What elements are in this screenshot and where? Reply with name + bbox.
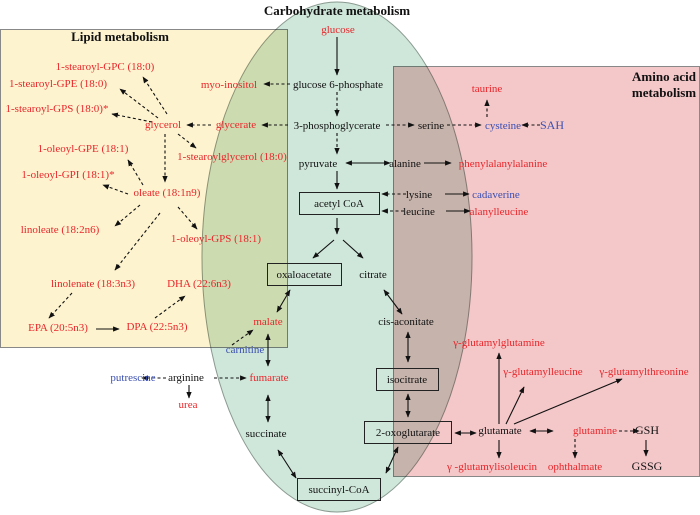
metabolite-dpa: DPA (22:5n3) <box>126 321 187 333</box>
metabolite-leucine: leucine <box>403 206 435 218</box>
succinyl-coa-box <box>297 478 381 501</box>
metabolite-succinate: succinate <box>246 428 287 440</box>
metabolite-cysteine: cysteine <box>485 120 521 132</box>
metabolite-phenylalanylalanine: phenylalanylalanine <box>459 158 548 170</box>
metabolite-glutamine: glutamine <box>573 425 617 437</box>
metabolite-gssg: GSSG <box>632 459 663 473</box>
metabolite-glycerate: glycerate <box>216 119 256 131</box>
acetyl-coa-box <box>299 192 380 215</box>
metabolite-citrate: citrate <box>359 269 387 281</box>
amino-title-line2: metabolism <box>632 85 696 100</box>
metabolite-stearoyl-gpc: 1-stearoyl-GPC (18:0) <box>56 61 155 73</box>
metabolite-2-oxoglutarate: 2-oxoglutarate <box>376 427 440 439</box>
reaction-arrows <box>48 37 649 479</box>
indirect-reaction-arrow <box>119 88 159 119</box>
indirect-reaction-arrow <box>102 184 129 195</box>
metabolite-alanine: alanine <box>389 158 421 170</box>
metabolite-myo-inositol: myo-inositol <box>201 79 257 91</box>
amino-title-line1: Amino acid <box>632 69 697 84</box>
indirect-reaction-arrow <box>142 76 168 115</box>
metabolite-oleoyl-gpe: 1-oleoyl-GPE (18:1) <box>38 143 129 155</box>
indirect-reaction-arrow <box>127 159 144 186</box>
lipid-title: Lipid metabolism <box>71 29 169 44</box>
metabolite-glutamylleucine: γ-glutamylleucine <box>502 366 583 378</box>
indirect-reaction-arrow <box>154 295 186 319</box>
metabolite-serine: serine <box>418 120 444 132</box>
carbohydrate-title: Carbohydrate metabolism <box>264 3 410 18</box>
indirect-reaction-arrow <box>48 292 73 319</box>
oxaloacetate-box <box>267 263 342 286</box>
reversible-reaction-arrow <box>277 449 297 479</box>
metabolite-dha: DHA (22:6n3) <box>167 278 231 290</box>
metabolite-putrescine: putrescine <box>110 372 155 384</box>
carbohydrate-metabolism-region <box>201 1 473 513</box>
metabolite-acetyl-coa: acetyl CoA <box>314 198 364 210</box>
reaction-arrow <box>513 378 623 425</box>
metabolite-oleoyl-gps: 1-oleoyl-GPS (18:1) <box>171 233 261 245</box>
metabolite-linolenate: linolenate (18:3n3) <box>51 278 135 290</box>
metabolite-taurine: taurine <box>472 83 503 95</box>
metabolite-glutamylglutamine: γ-glutamylglutamine <box>452 337 545 349</box>
metabolite-glutamylisoleucin: γ -glutamylisoleucin <box>446 461 538 473</box>
metabolite-gsh: GSH <box>635 423 659 437</box>
metabolite-urea: urea <box>179 399 198 411</box>
metabolite-succinyl-coa: succinyl-CoA <box>308 484 369 496</box>
metabolite-cis-aconitate: cis-aconitate <box>378 316 434 328</box>
metabolite-linoleate: linoleate (18:2n6) <box>21 224 100 236</box>
indirect-reaction-arrow <box>111 112 153 123</box>
isocitrate-box <box>376 368 439 391</box>
metabolite-arginine: arginine <box>168 372 204 384</box>
reversible-reaction-arrow <box>385 446 399 474</box>
metabolite-epa: EPA (20:5n3) <box>28 322 88 334</box>
metabolite-3-phosphoglycerate: 3-phosphoglycerate <box>294 120 381 132</box>
reversible-reaction-arrow <box>276 289 291 313</box>
metabolite-carnitine: carnitine <box>226 344 265 356</box>
metabolite-glutamylthreonine: γ-glutamylthreonine <box>598 366 688 378</box>
metabolite-sah: SAH <box>540 118 564 132</box>
metabolite-oleate: oleate (18:1n9) <box>134 187 201 199</box>
indirect-reaction-arrow <box>177 206 198 230</box>
metabolite-oxaloacetate: oxaloacetate <box>277 269 332 281</box>
metabolite-stearoyl-gpe: 1-stearoyl-GPE (18:0) <box>9 78 107 90</box>
metabolite-pyruvate: pyruvate <box>299 158 338 170</box>
indirect-reaction-arrow <box>231 329 254 346</box>
metabolite-ophthalmate: ophthalmate <box>548 461 602 473</box>
reaction-arrow <box>312 239 335 259</box>
indirect-reaction-arrow <box>114 212 161 271</box>
metabolite-glucose-6-phosphate: glucose 6-phosphate <box>293 79 383 91</box>
reaction-arrow <box>342 239 364 259</box>
metabolite-glycerol: glycerol <box>145 119 181 131</box>
metabolite-stearoylglycerol: 1-stearoylglycerol (18:0) <box>177 151 287 163</box>
metabolite-oleoyl-gpi: 1-oleoyl-GPI (18:1)* <box>21 169 114 181</box>
metabolite-stearoyl-gps: 1-stearoyl-GPS (18:0)* <box>6 103 109 115</box>
metabolite-alanylleucine: alanylleucine <box>470 206 529 218</box>
metabolite-glucose: glucose <box>321 24 355 36</box>
metabolite-glutamate: glutamate <box>478 425 521 437</box>
metabolite-malate: malate <box>253 316 282 328</box>
indirect-reaction-arrow <box>177 133 197 149</box>
oxoglutarate-box <box>364 421 452 444</box>
metabolite-isocitrate: isocitrate <box>387 374 427 386</box>
reaction-arrow <box>505 386 525 425</box>
metabolite-cadaverine: cadaverine <box>472 189 520 201</box>
metabolite-fumarate: fumarate <box>249 372 288 384</box>
reversible-reaction-arrow <box>383 289 403 315</box>
metabolite-lysine: lysine <box>406 189 432 201</box>
